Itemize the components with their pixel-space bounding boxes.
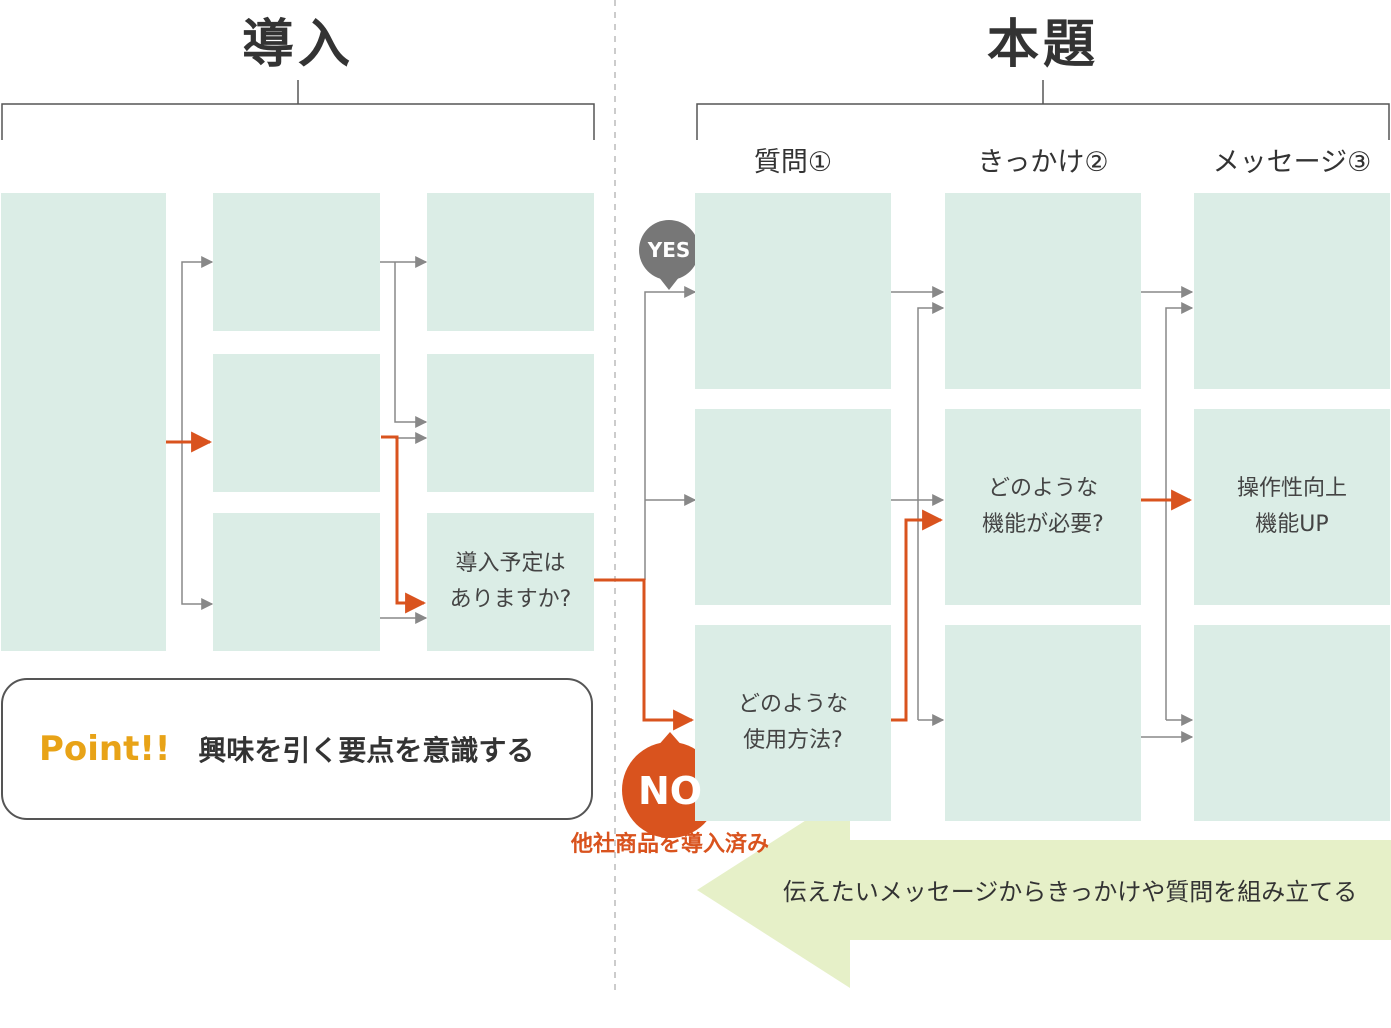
main-bracket [696,80,1390,140]
point-callout: Point!! 興味を引く要点を意識する [1,678,593,820]
question-box-2 [695,409,891,605]
message-box-3 [1194,625,1390,821]
function-question-text: どのような 機能が必要? [982,476,1104,537]
intro-step3-box-1 [427,193,594,331]
question-box-3: どのような 使用方法? [695,625,891,821]
intro-step2-box-1 [213,193,380,331]
intro-step3-box-3: 導入予定は ありますか? [427,513,594,651]
column-header-trigger: きっかけ② [977,147,1109,178]
yes-badge-shape [639,220,699,290]
main-section-title: 本題 [986,15,1099,75]
gray-connectors [181,256,1194,743]
intro-question-text: 導入予定は ありますか? [449,551,572,612]
trigger-box-2: どのような 機能が必要? [945,409,1141,605]
trigger-box-1 [945,193,1141,389]
highlight-path [166,431,1193,731]
intro-step2-box-3 [213,513,380,651]
point-text: 興味を引く要点を意識する [198,734,535,767]
column-header-message: メッセージ③ [1212,147,1372,178]
no-caption: 他社商品を導入済み [570,832,769,857]
intro-bracket [1,80,595,140]
yes-badge: YES [647,238,691,262]
intro-step2-box-2 [213,354,380,492]
banner-text: 伝えたいメッセージからきっかけや質問を組み立てる [782,878,1358,906]
intro-start-box [1,193,166,651]
intro-step3-box-2 [427,354,594,492]
banner-arrow [697,792,1391,988]
message-box-1 [1194,193,1390,389]
message-answer-text: 操作性向上 機能UP [1236,476,1347,537]
question-box-1 [695,193,891,389]
no-badge: NO [637,769,703,813]
message-box-2: 操作性向上 機能UP [1194,409,1390,605]
trigger-box-3 [945,625,1141,821]
point-label: Point!! [39,729,171,769]
no-badge-shape [622,732,718,838]
intro-section-title: 導入 [241,15,354,75]
usage-question-text: どのような 使用方法? [737,692,848,753]
column-header-question: 質問① [753,147,833,178]
